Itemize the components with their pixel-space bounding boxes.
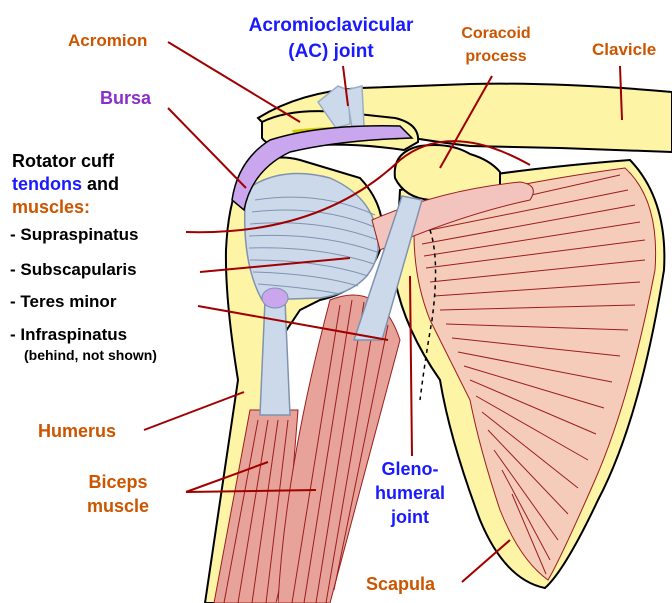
coracoid-label-line1: Coracoid (461, 25, 530, 42)
scapula-label: Scapula (366, 574, 436, 594)
ac-joint-label-line2: (AC) joint (288, 41, 374, 62)
tendon-attachment (262, 288, 288, 308)
infraspinatus-note: (behind, not shown) (24, 347, 157, 363)
coracoid-label-line2: process (465, 48, 526, 65)
supraspinatus-label: - Supraspinatus (10, 225, 138, 244)
rotator-and-word: and (82, 174, 119, 194)
rotator-muscles-word: muscles: (12, 197, 90, 217)
biceps-muscle-short-head (278, 295, 400, 603)
rotator-tendons-word: tendons (12, 174, 82, 194)
subscapularis-label: - Subscapularis (10, 260, 137, 279)
glenohumeral-label-line1: Gleno- (382, 459, 439, 479)
biceps-label-line1: Biceps (88, 472, 147, 492)
infraspinatus-label: - Infraspinatus (10, 325, 127, 344)
biceps-label-line2: muscle (87, 496, 149, 516)
humerus-label: Humerus (38, 421, 116, 441)
glenohumeral-label-line2: humeral (375, 483, 445, 503)
rotator-cuff-label: Rotator cuff (12, 151, 115, 171)
bursa-label: Bursa (100, 88, 152, 108)
teres-minor-label: - Teres minor (10, 292, 117, 311)
rotator-cuff-label-line2: tendons and (12, 174, 119, 194)
ac-joint-label-line1: Acromioclavicular (249, 15, 414, 36)
clavicle-label: Clavicle (592, 40, 656, 59)
glenohumeral-label-line3: joint (390, 507, 429, 527)
acromion-label: Acromion (68, 31, 147, 50)
